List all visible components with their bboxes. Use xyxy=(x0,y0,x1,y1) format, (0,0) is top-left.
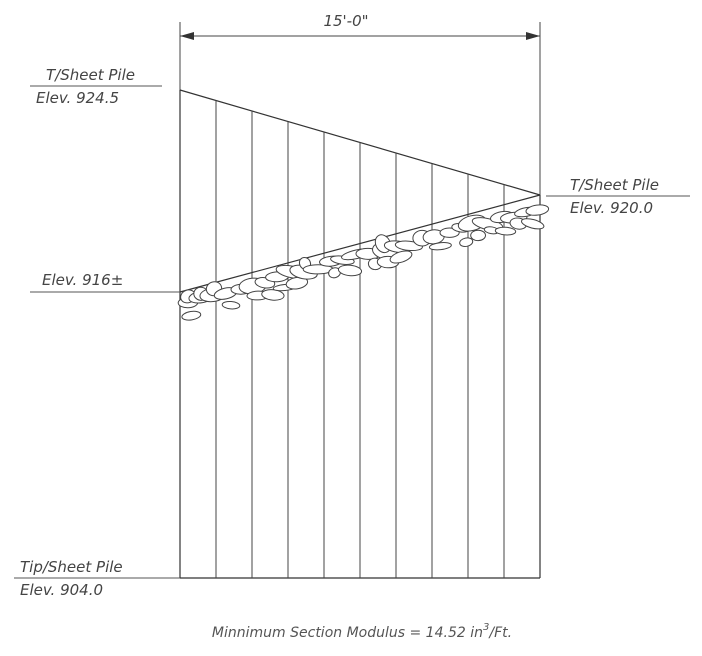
label-ground: Elev. 916± xyxy=(30,271,180,293)
label-tip: Tip/Sheet Pile Elev. 904.0 xyxy=(14,558,180,599)
width-dimension: 15'-0" xyxy=(179,12,541,195)
label-top-left: T/Sheet Pile Elev. 924.5 xyxy=(30,66,162,107)
sheet-pile-wall xyxy=(179,89,541,579)
riprap-stone xyxy=(285,276,309,290)
tip-label-line1: Tip/Sheet Pile xyxy=(20,558,123,576)
riprap-stone xyxy=(521,218,545,230)
dimension-arrow-right xyxy=(526,32,540,40)
ground-line xyxy=(179,194,541,293)
top-right-label-line1: T/Sheet Pile xyxy=(570,176,659,194)
riprap-stone xyxy=(389,250,413,264)
riprap-stone xyxy=(181,310,202,321)
riprap-stone xyxy=(337,264,363,277)
riprap-stones xyxy=(177,204,550,321)
tip-label-line2: Elev. 904.0 xyxy=(20,581,103,599)
dimension-arrow-left xyxy=(180,32,194,40)
riprap-stone xyxy=(221,300,241,310)
ground-riprap xyxy=(177,194,550,321)
riprap-stone xyxy=(494,226,517,236)
top-left-label-line1: T/Sheet Pile xyxy=(46,66,135,84)
riprap-stone xyxy=(470,229,486,242)
ground-label-text: Elev. 916± xyxy=(42,271,123,289)
riprap-stone xyxy=(428,242,452,251)
top-left-label-line2: Elev. 924.5 xyxy=(36,89,119,107)
riprap-stone xyxy=(525,204,550,216)
riprap-stone xyxy=(459,237,474,248)
top-right-label-line2: Elev. 920.0 xyxy=(570,199,653,217)
label-top-right: T/Sheet Pile Elev. 920.0 xyxy=(546,176,690,217)
dimension-text: 15'-0" xyxy=(323,12,368,30)
pile-divisions xyxy=(215,100,505,578)
section-modulus-caption: Minnimum Section Modulus = 14.52 in3/Ft. xyxy=(212,622,512,641)
